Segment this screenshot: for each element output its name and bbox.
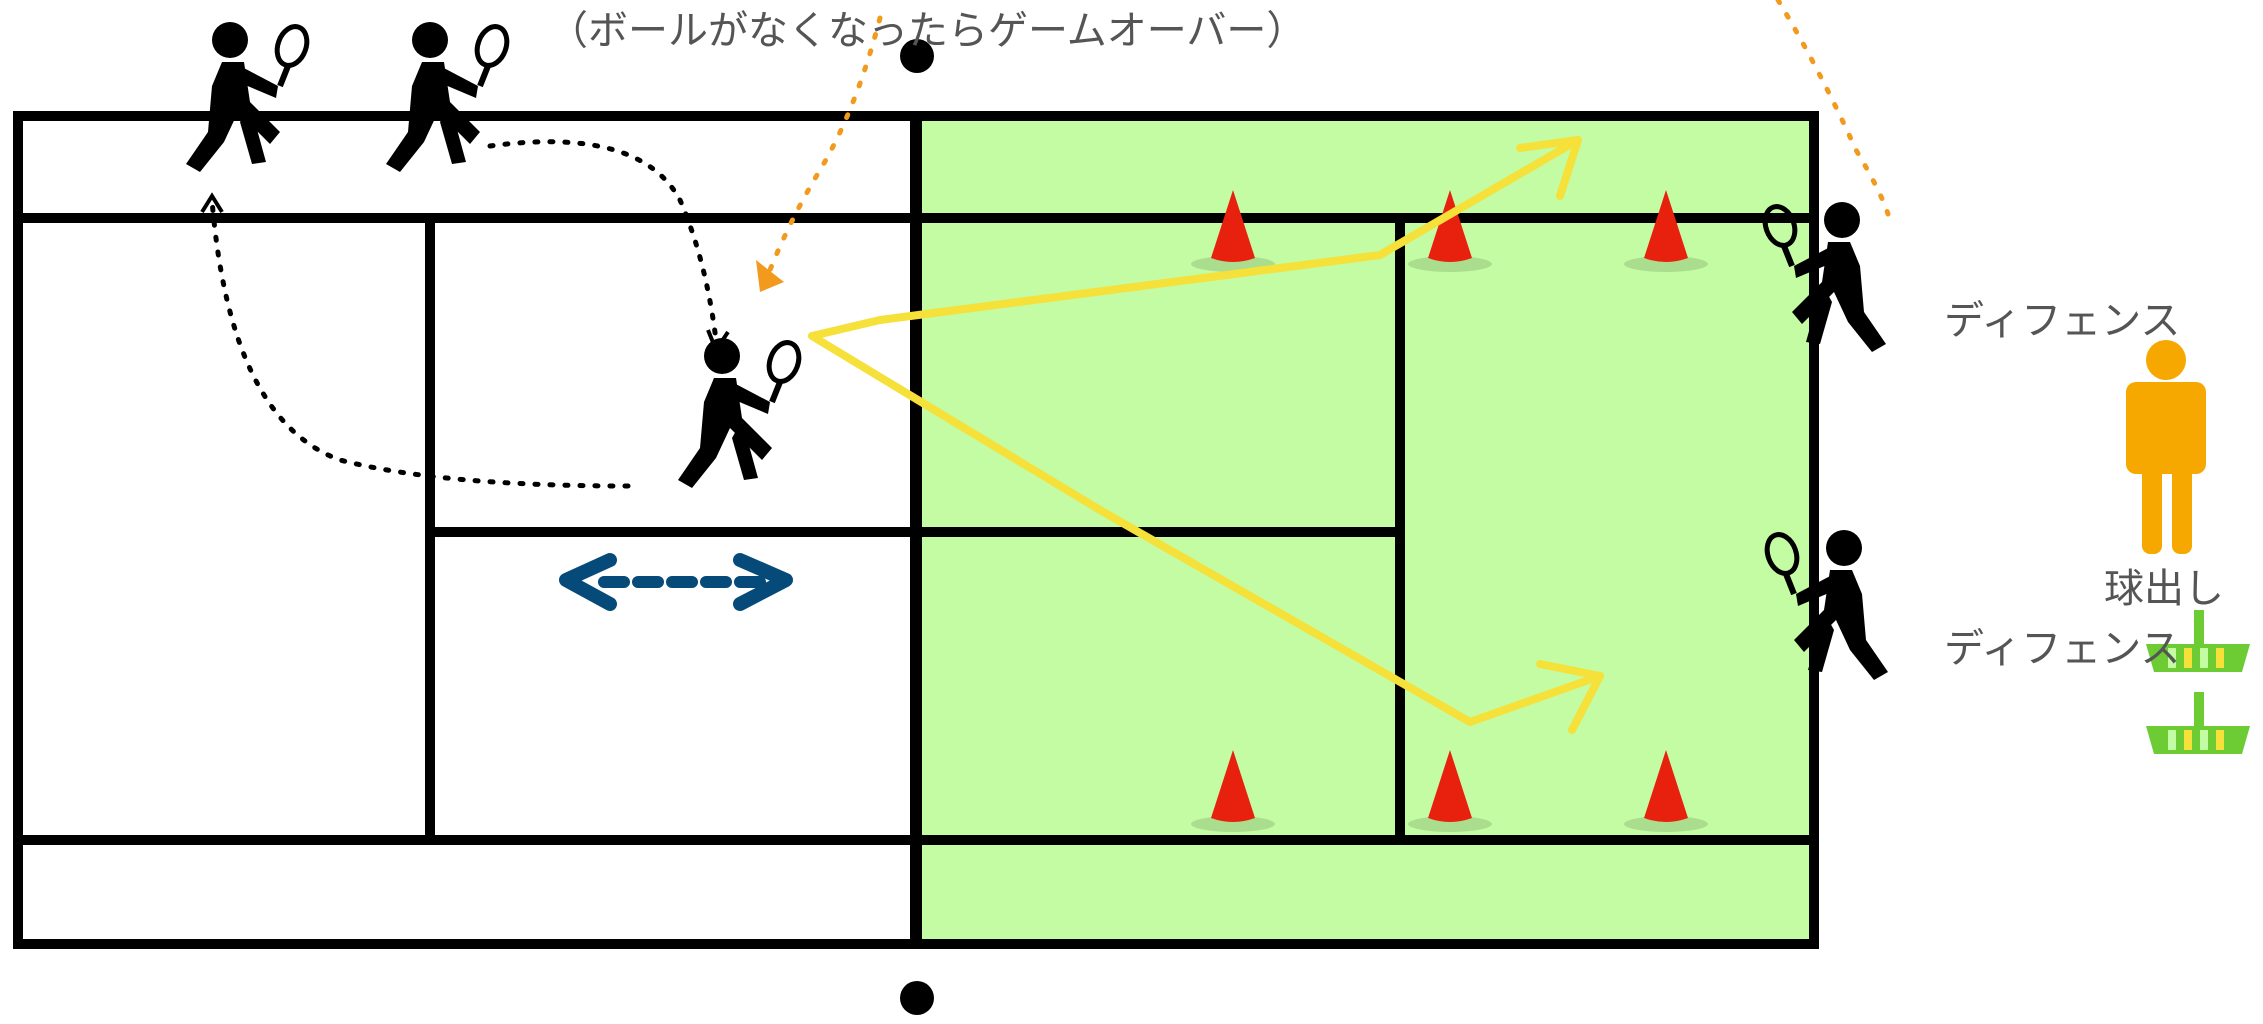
net-post-bottom <box>900 981 934 1015</box>
feeder-label: 球出し <box>2104 566 2224 612</box>
defense-label-1: ディフェンス <box>1944 298 2180 344</box>
coach-person-icon <box>2126 340 2206 554</box>
rotation-path <box>209 139 719 489</box>
rotation-arrowhead <box>200 192 224 214</box>
shot-arrows <box>808 136 1604 734</box>
tennis-player-icon <box>386 22 512 172</box>
move-arrow <box>559 553 793 611</box>
game-over-note: （ボールがなくなったらゲームオーバー） <box>548 8 1306 54</box>
ball-path <box>756 0 1891 292</box>
tennis-player-icon <box>678 338 804 488</box>
net-post-top <box>900 39 934 73</box>
defense-label-2: ディフェンス <box>1944 626 2180 672</box>
tennis-player-icon <box>186 22 312 172</box>
court-lines <box>13 111 1819 949</box>
ball-basket-icon <box>2146 692 2250 754</box>
